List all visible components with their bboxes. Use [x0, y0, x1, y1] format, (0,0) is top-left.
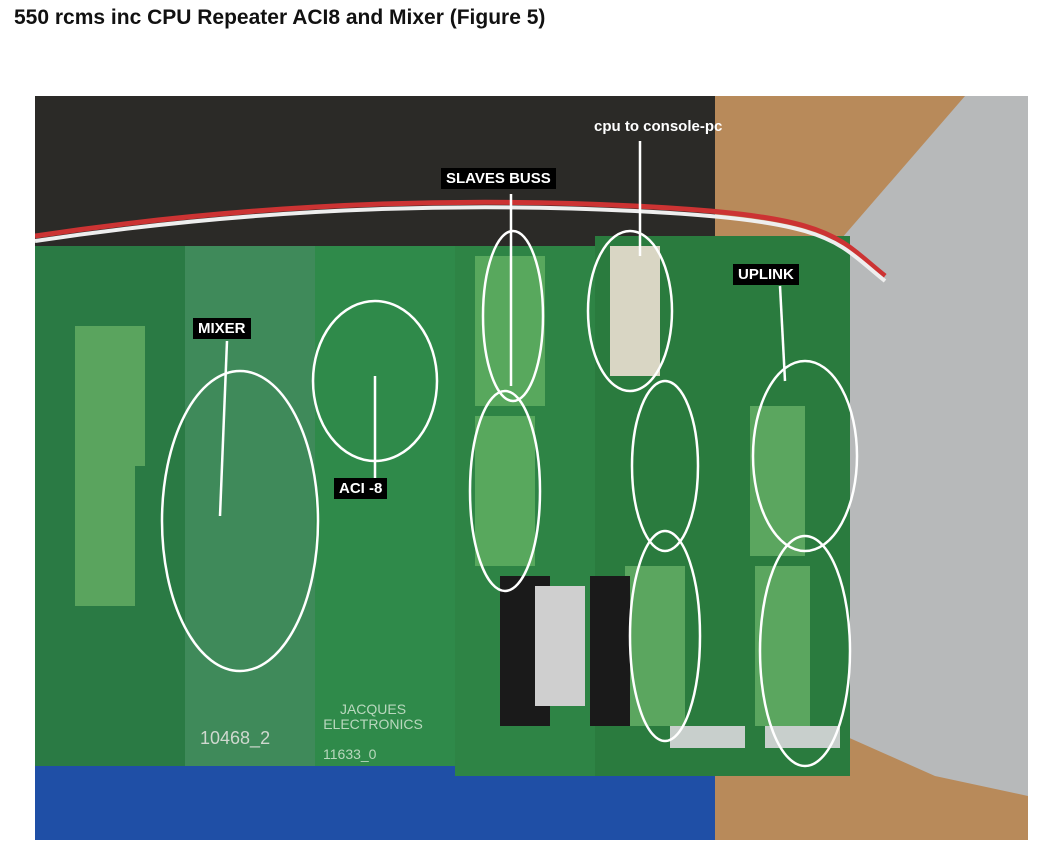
circuit-board-photo [35, 96, 1028, 840]
board-silkscreen-part-2: 10468_2 [200, 728, 271, 748]
callout-aci8: ACI -8 [334, 478, 388, 499]
board-silkscreen-part: 11633_0 [323, 746, 377, 762]
board-silkscreen-brand: JACQUES ELECTRONICS [323, 701, 423, 732]
figure-photo: cpu to console-pc SLAVES BUSS UPLINK MIX… [35, 96, 1028, 840]
document-title: 550 rcms inc CPU Repeater ACI8 and Mixer… [14, 6, 546, 29]
callout-uplink: UPLINK [733, 264, 799, 285]
callout-mixer: MIXER [193, 318, 251, 339]
callout-slaves-buss: SLAVES BUSS [441, 168, 556, 189]
callout-cpu-to-console: cpu to console-pc [594, 118, 723, 135]
